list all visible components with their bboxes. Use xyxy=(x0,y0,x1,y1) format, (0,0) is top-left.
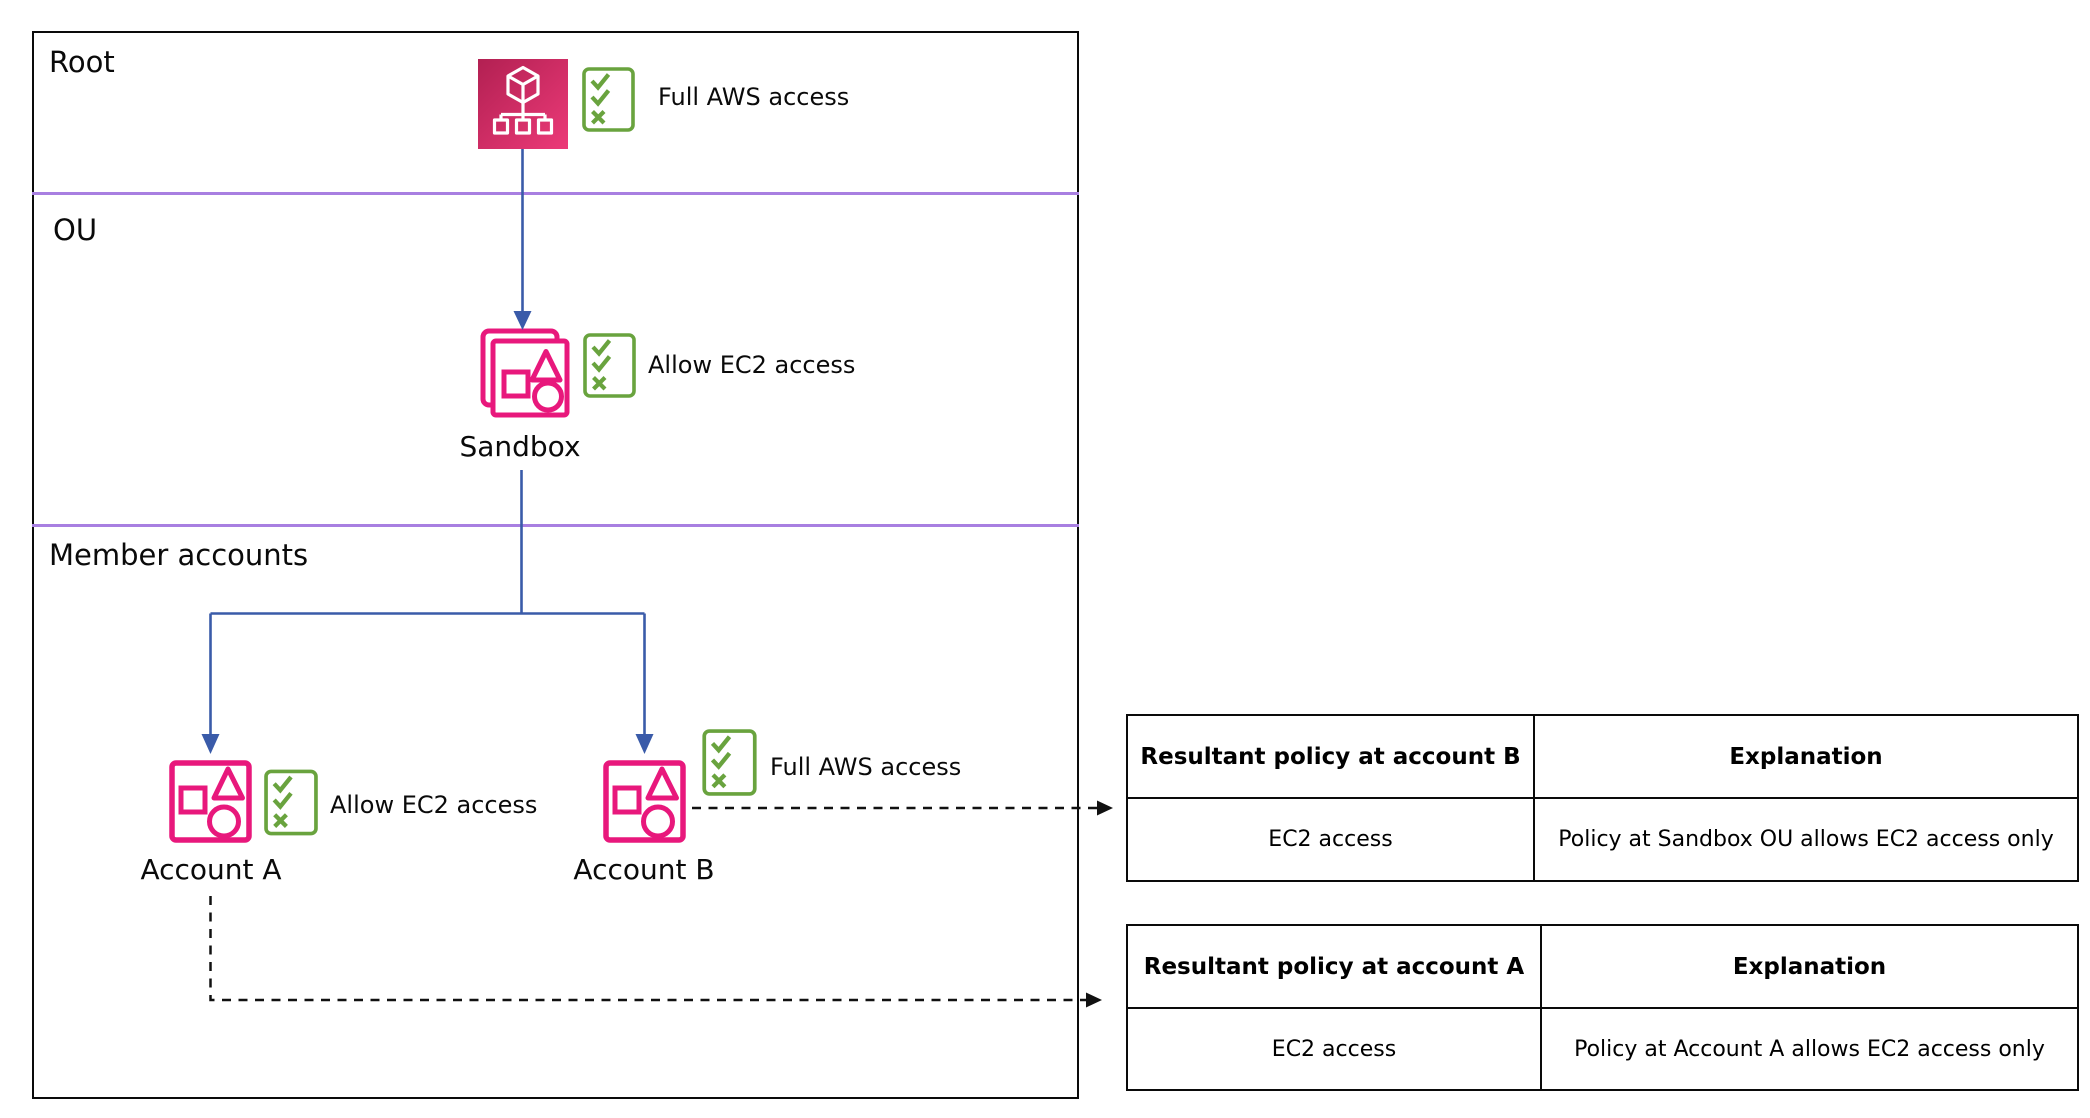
table-b-cell-policy: EC2 access xyxy=(1126,797,1535,882)
section-label-root: Root xyxy=(49,45,115,79)
account-a-label: Account A xyxy=(140,853,282,886)
sandbox-policy-note: Allow EC2 access xyxy=(648,351,856,379)
ou-member-divider xyxy=(32,524,1079,527)
root-ou-divider xyxy=(32,192,1079,195)
account-b-to-table-arrowhead xyxy=(1097,800,1113,816)
account-b-policy-table: Resultant policy at account B Explanatio… xyxy=(1126,714,2079,882)
organization-boundary-box xyxy=(32,31,1079,1099)
root-policy-note: Full AWS access xyxy=(658,83,850,111)
account-b-label: Account B xyxy=(573,853,715,886)
section-label-ou: OU xyxy=(53,213,98,247)
table-b-cell-explanation: Policy at Sandbox OU allows EC2 access o… xyxy=(1533,797,2079,882)
checklist-policy-icon xyxy=(264,769,318,836)
checklist-policy-icon xyxy=(582,67,635,132)
checklist-policy-icon xyxy=(702,729,757,796)
organizational-unit-icon xyxy=(480,328,570,418)
section-label-member-accounts: Member accounts xyxy=(49,538,309,572)
table-b-header-explanation: Explanation xyxy=(1533,714,2079,799)
sandbox-label: Sandbox xyxy=(459,430,581,463)
account-b-policy-note: Full AWS access xyxy=(770,753,962,781)
organizations-management-icon xyxy=(478,59,568,149)
account-a-to-table-arrowhead xyxy=(1086,992,1102,1008)
table-b-header-policy: Resultant policy at account B xyxy=(1126,714,1535,799)
account-icon xyxy=(603,760,686,843)
table-a-cell-explanation: Policy at Account A allows EC2 access on… xyxy=(1540,1007,2079,1091)
table-a-cell-policy: EC2 access xyxy=(1126,1007,1542,1091)
table-a-header-policy: Resultant policy at account A xyxy=(1126,924,1542,1009)
table-a-header-explanation: Explanation xyxy=(1540,924,2079,1009)
account-a-policy-table: Resultant policy at account A Explanatio… xyxy=(1126,924,2079,1091)
account-icon xyxy=(169,760,252,843)
account-a-policy-note: Allow EC2 access xyxy=(330,791,538,819)
checklist-policy-icon xyxy=(583,333,636,398)
